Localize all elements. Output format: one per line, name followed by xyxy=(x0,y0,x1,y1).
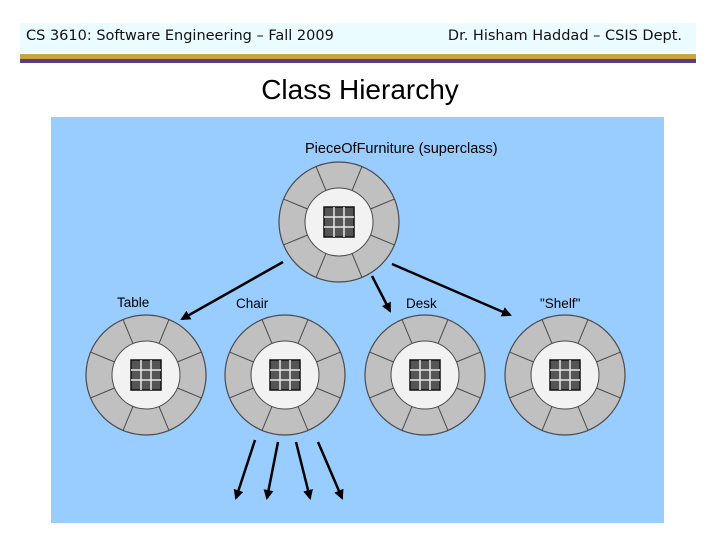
class-object-icon xyxy=(130,359,162,391)
class-object-icon xyxy=(549,359,581,391)
chair-child-arrow-2 xyxy=(263,441,280,500)
chair-child-arrow-1 xyxy=(233,439,257,500)
superclass-node xyxy=(278,161,400,283)
subclass-label-chair: Chair xyxy=(236,296,269,311)
chair-node xyxy=(224,314,346,436)
slide-title: Class Hierarchy xyxy=(261,74,459,105)
subclass-label-desk: Desk xyxy=(406,296,437,311)
course-title: CS 3610: Software Engineering – Fall 200… xyxy=(26,28,334,44)
class-object-icon xyxy=(269,359,301,391)
arrow-to-shelf xyxy=(391,262,512,317)
class-object-icon xyxy=(409,359,441,391)
table-node xyxy=(85,314,207,436)
arrow-to-table xyxy=(180,260,284,321)
instructor-info: Dr. Hisham Haddad – CSIS Dept. xyxy=(447,28,682,44)
chair-child-arrow-3 xyxy=(294,441,313,500)
subclass-label-shelf: "Shelf" xyxy=(540,296,581,311)
subclass-label-table: Table xyxy=(117,295,150,310)
desk-node xyxy=(364,314,486,436)
header-rule-purple xyxy=(20,59,696,63)
arrow-to-desk xyxy=(370,275,392,313)
chair-child-arrow-4 xyxy=(316,441,344,500)
header-band xyxy=(20,23,696,53)
shelf-node xyxy=(504,314,626,436)
class-object-icon xyxy=(323,206,355,238)
header-rule-gold xyxy=(20,54,696,59)
superclass-label: PieceOfFurniture (superclass) xyxy=(305,141,498,157)
